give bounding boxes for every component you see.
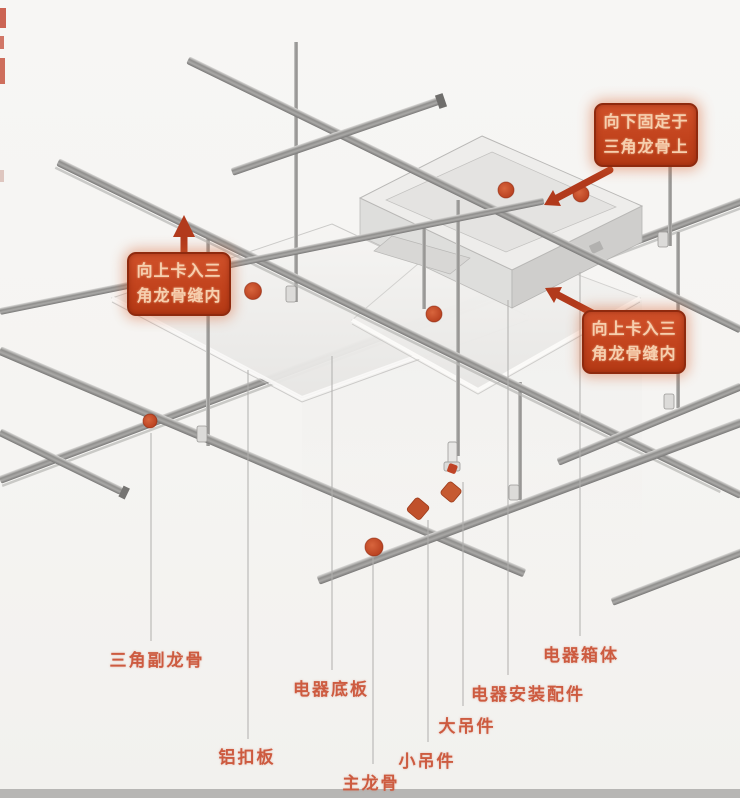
label-aluminum-gusset-panel: 铝扣板 (218, 748, 276, 767)
arrow-up-from-left-callout (173, 215, 195, 258)
appliance-box-body (358, 135, 644, 309)
keel-clip-pieces (406, 463, 462, 520)
callout-clip-up-right: 向上卡入三角龙骨缝内 (582, 310, 686, 374)
label-appliance-box: 电器箱体 (543, 646, 619, 665)
bottom-strip (0, 789, 740, 798)
arrow-down-to-box (544, 166, 614, 206)
label-appliance-base-plate: 电器底板 (293, 680, 369, 699)
hanger-clips (196, 231, 675, 501)
callout-clip-up-left: 向上卡入三角龙骨缝内 (127, 252, 231, 316)
callout-arrows (173, 166, 614, 320)
label-main-keel: 主龙骨 (342, 774, 400, 793)
leader-lines (150, 272, 581, 764)
edge-artifacts (0, 8, 6, 182)
callout-fix-down-on-triangle-keel: 向下固定于三角龙骨上 (594, 103, 698, 167)
marker-dots (142, 181, 590, 557)
label-small-hanger-piece: 小吊件 (398, 752, 456, 771)
label-appliance-mounting-parts: 电器安装配件 (471, 685, 585, 704)
label-triangle-sub-keel: 三角副龙骨 (109, 651, 205, 670)
triangle-keels (0, 57, 740, 606)
label-large-hanger-piece: 大吊件 (438, 717, 496, 736)
